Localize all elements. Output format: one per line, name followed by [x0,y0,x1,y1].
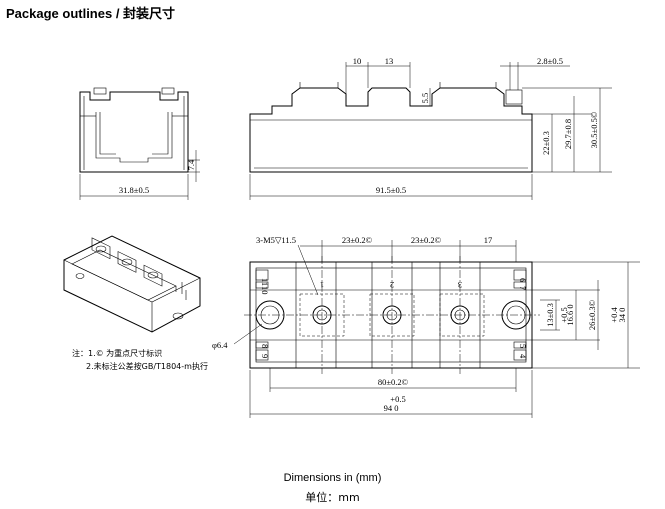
pin-11-label: 11 [260,278,270,286]
dim-2-8: 2.8±0.5 [537,56,563,66]
dim-34b: 34 0 [617,308,627,323]
dim-23a: 23±0.2© [342,235,373,245]
dim-16-6a: +0.5 [559,307,569,322]
units-caption-en: Dimensions in (mm) [283,472,382,484]
dim-29-7: 29.7±0.8 [563,119,573,149]
dim-phi: φ6.4 [212,340,228,350]
top-view: 1 2 3 11 10 8 9 6 7 5 4 3-M5▽11.5 23±0.2… [212,235,640,418]
pin-9-label: 9 [260,354,270,358]
dim-30-5: 30.5±0.5© [589,111,599,148]
dim-94b: 94 0 [384,403,399,413]
dim-m5: 3-M5▽11.5 [256,235,296,245]
units-caption-cn: 单位：mm [305,491,360,504]
dim-17: 17 [484,235,493,245]
pin-7-label: 7 [518,286,528,290]
dim-94a: +0.5 [390,394,405,404]
front-view: 10 13 5.5 2.8±0.5 22±0.3 29.7±0.8 30.5±0… [249,56,612,200]
dim-13r: 13±0.3 [545,303,555,327]
pin-8-label: 8 [260,344,270,348]
terminal-1-label: 1 [320,280,324,290]
dim-26: 26±0.3© [587,299,597,330]
dim-16-6b: 16.6 0 [565,304,575,325]
dim-80: 80±0.2© [378,377,409,387]
isometric-view [63,235,201,333]
dim-22: 22±0.3 [541,131,551,155]
dim-23b: 23±0.2© [411,235,442,245]
pin-4-label: 4 [518,354,528,359]
dim-10: 10 [353,56,362,66]
side-view: 7.4 31.8±0.5 [79,87,200,200]
terminal-2-label: 2 [390,280,394,290]
drawing-notes: 注：1.© 为重点尺寸标识 2.未标注公差按GB/T1804-m执行 [72,347,208,373]
dim-34a: +0.4 [609,307,619,323]
dim-7-4: 7.4 [186,159,196,170]
page-title: Package outlines / 封装尺寸 [6,6,176,21]
note-line-1: 注：1.© 为重点尺寸标识 [72,349,163,358]
dim-91-5: 91.5±0.5 [376,185,406,195]
dim-5-5: 5.5 [420,93,430,104]
dim-13: 13 [385,56,394,66]
terminal-3-label: 3 [458,280,462,290]
pin-5-label: 5 [518,344,528,348]
pin-10-label: 10 [260,286,270,295]
dim-31-8: 31.8±0.5 [119,185,149,195]
pin-6-label: 6 [518,278,528,282]
note-line-2: 2.未标注公差按GB/T1804-m执行 [86,362,208,371]
